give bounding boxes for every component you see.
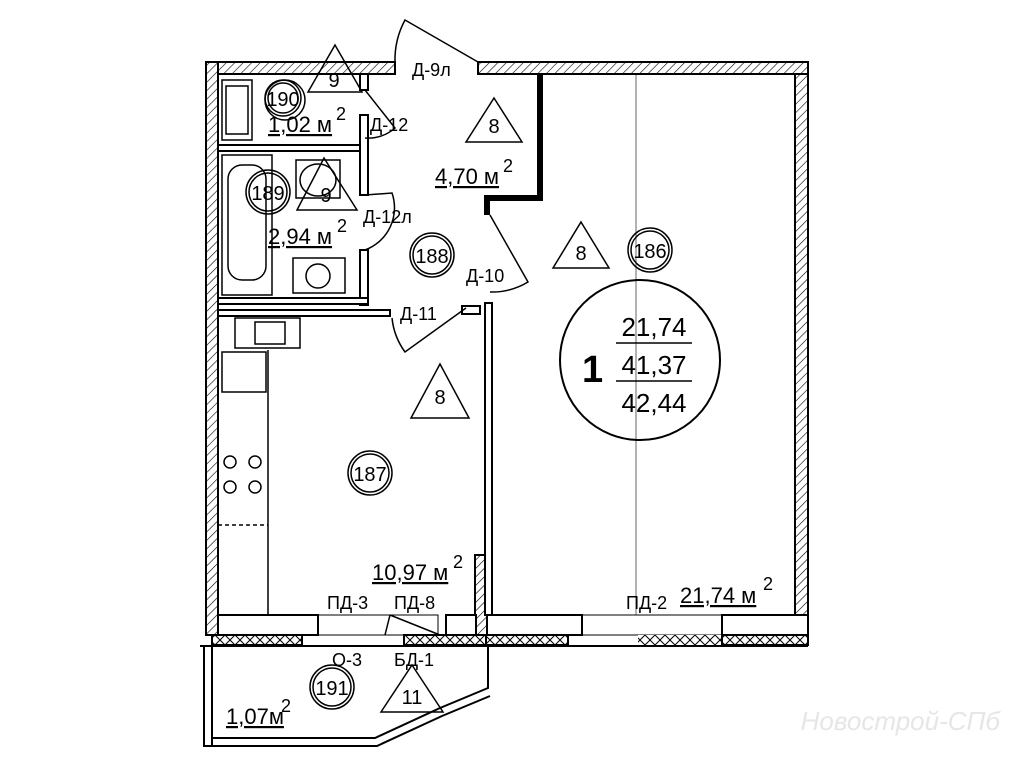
area-unit-sup: 2 xyxy=(763,574,773,594)
kitchen-sink-icon xyxy=(221,351,267,393)
door-label: Д-12 xyxy=(370,115,408,135)
window-label: О-3 xyxy=(332,650,362,670)
door-label: БД-1 xyxy=(394,650,434,670)
room-labels: 190 9 1,02 м 2 189 9 2,94 м 2 188 8 4,70… xyxy=(226,70,773,729)
fridge-icon xyxy=(234,317,301,349)
room-area: 4,70 м xyxy=(435,164,499,189)
apartment-summary: 1 21,74 41,37 42,44 xyxy=(582,312,687,418)
washing-machine xyxy=(221,79,253,141)
total-area-with-balcony: 42,44 xyxy=(621,388,686,418)
area-unit-sup: 2 xyxy=(453,552,463,572)
room-area: 1,07м xyxy=(226,704,284,729)
room-number: 186 xyxy=(633,241,666,263)
room-area: 2,94 м xyxy=(268,224,332,249)
door-label: ПД-8 xyxy=(394,593,435,613)
area-unit-sup: 2 xyxy=(503,156,513,176)
fixtures xyxy=(218,74,637,615)
room-area: 21,74 м xyxy=(680,583,756,608)
area-unit-sup: 2 xyxy=(337,216,347,236)
room-class: 11 xyxy=(402,687,423,709)
interior-walls xyxy=(217,73,543,616)
watermark: Новострой-СПб xyxy=(801,706,1002,736)
room-area: 10,97 м xyxy=(372,560,448,585)
apartment-number: 1 xyxy=(582,349,603,391)
room-tags xyxy=(245,43,721,713)
bathtub-icon xyxy=(227,164,267,281)
area-unit-sup: 2 xyxy=(336,104,346,124)
sink-icon xyxy=(299,163,337,197)
door-labels: Д-9л Д-12 Д-12л Д-10 Д-11 ПД-3 ПД-8 ПД-2… xyxy=(327,60,667,670)
room-class: 8 xyxy=(575,243,586,265)
door-label: Д-11 xyxy=(400,304,437,324)
room-number: 189 xyxy=(251,183,284,205)
door-label: ПД-3 xyxy=(327,593,368,613)
door-label: ПД-2 xyxy=(626,593,667,613)
room-number: 191 xyxy=(315,678,348,700)
door-label: Д-12л xyxy=(363,207,412,227)
room-number: 188 xyxy=(415,246,448,268)
facade-wall xyxy=(200,614,809,647)
door-label: Д-9л xyxy=(412,60,451,80)
room-number: 190 xyxy=(266,89,299,111)
room-number: 187 xyxy=(353,464,386,486)
total-area: 41,37 xyxy=(621,350,686,380)
stove-icon xyxy=(223,455,262,494)
area-unit-sup: 2 xyxy=(281,696,291,716)
room-class: 8 xyxy=(488,116,499,138)
doors xyxy=(364,18,530,636)
room-class: 8 xyxy=(434,387,445,409)
room-area: 1,02 м xyxy=(268,112,332,137)
living-area: 21,74 xyxy=(621,312,686,342)
room-class: 9 xyxy=(328,70,339,92)
room-class: 9 xyxy=(320,185,331,207)
door-label: Д-10 xyxy=(466,266,504,286)
